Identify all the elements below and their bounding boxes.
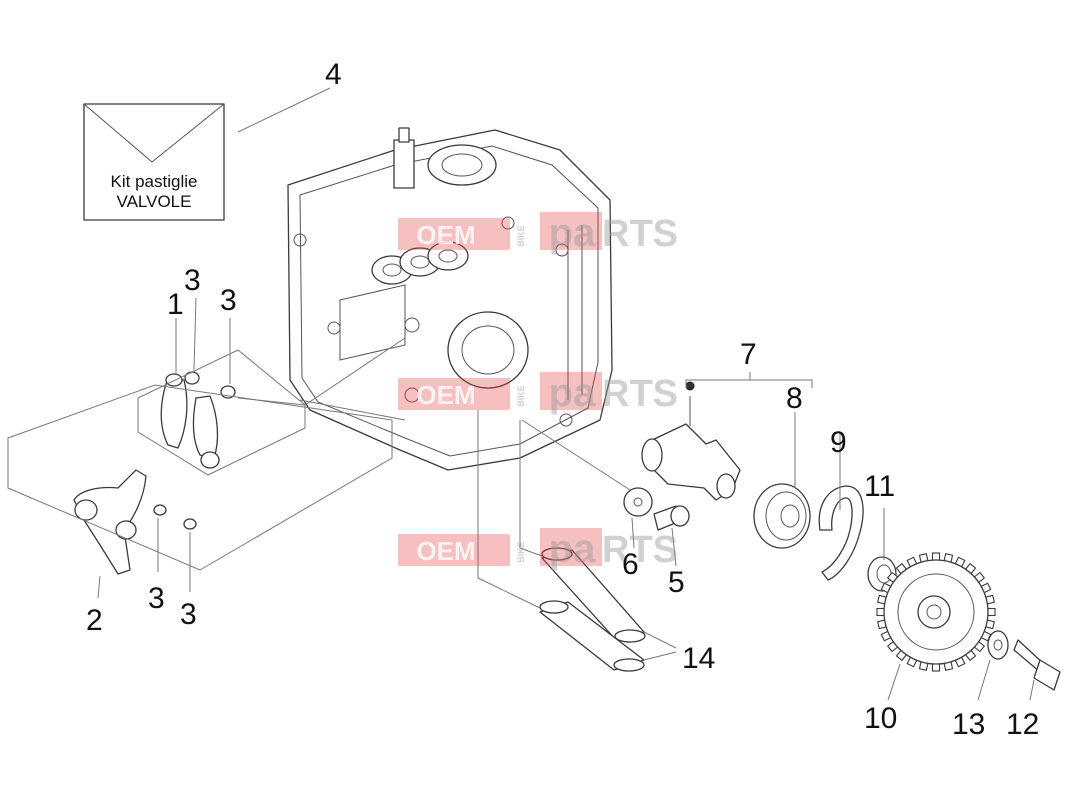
svg-text:BIKE: BIKE	[516, 385, 526, 407]
watermark-1: OEM BIKE pa RTS	[398, 211, 678, 255]
washer-6	[623, 487, 653, 517]
svg-text:pa: pa	[549, 211, 596, 255]
washer-13	[987, 630, 1009, 660]
kit-label-line1: Kit pastiglie	[111, 172, 198, 191]
kit-label-line2: VALVOLE	[117, 192, 192, 211]
valve-shims	[153, 371, 236, 530]
camshaft	[641, 396, 741, 501]
watermark-2: OEM BIKE pa RTS	[398, 371, 678, 415]
svg-text:RTS: RTS	[602, 529, 678, 571]
svg-text:pa: pa	[549, 371, 596, 415]
callout-labels: 1 2 3 3 3 3 4 5 6 7 8 9 10 11 12 13 14	[86, 58, 1039, 741]
bolt-12	[1013, 639, 1061, 691]
callout-3c: 3	[148, 582, 165, 615]
svg-text:OEM: OEM	[416, 220, 475, 250]
callout-6: 6	[622, 548, 639, 581]
rocker-arm-2	[73, 469, 147, 575]
callout-12: 12	[1006, 708, 1039, 741]
bearing-8	[753, 483, 811, 549]
callout-10: 10	[864, 702, 897, 735]
callout-9: 9	[830, 426, 847, 459]
circlip-9	[818, 485, 864, 581]
valve-springs	[371, 241, 469, 285]
valve-shim-kit-envelope: Kit pastiglie VALVOLE	[83, 103, 225, 221]
callout-5: 5	[668, 566, 685, 599]
tube-14b	[539, 600, 645, 672]
callout-11: 11	[864, 470, 895, 503]
svg-text:BIKE: BIKE	[516, 225, 526, 247]
svg-text:BIKE: BIKE	[516, 541, 526, 563]
callout-3d: 3	[180, 598, 197, 631]
rocker-arm-1	[160, 373, 220, 469]
callout-8: 8	[786, 382, 803, 415]
watermark-3: OEM BIKE pa RTS	[398, 527, 678, 571]
cylinder-head	[287, 127, 613, 471]
svg-text:RTS: RTS	[602, 373, 678, 415]
svg-text:OEM: OEM	[416, 536, 475, 566]
svg-text:OEM: OEM	[416, 380, 475, 410]
screw-5	[653, 505, 690, 531]
callout-14: 14	[682, 642, 715, 675]
callout-2: 2	[86, 604, 103, 637]
callout-13: 13	[952, 708, 985, 741]
tube-14a	[541, 547, 646, 643]
cam-sprocket-10	[883, 559, 989, 665]
callout-4: 4	[325, 58, 342, 91]
svg-text:RTS: RTS	[602, 213, 678, 255]
callout-3a: 3	[184, 264, 201, 297]
svg-text:pa: pa	[549, 527, 596, 571]
callout-7: 7	[740, 338, 757, 371]
callout-1: 1	[167, 288, 184, 321]
callout-3b: 3	[220, 284, 237, 317]
